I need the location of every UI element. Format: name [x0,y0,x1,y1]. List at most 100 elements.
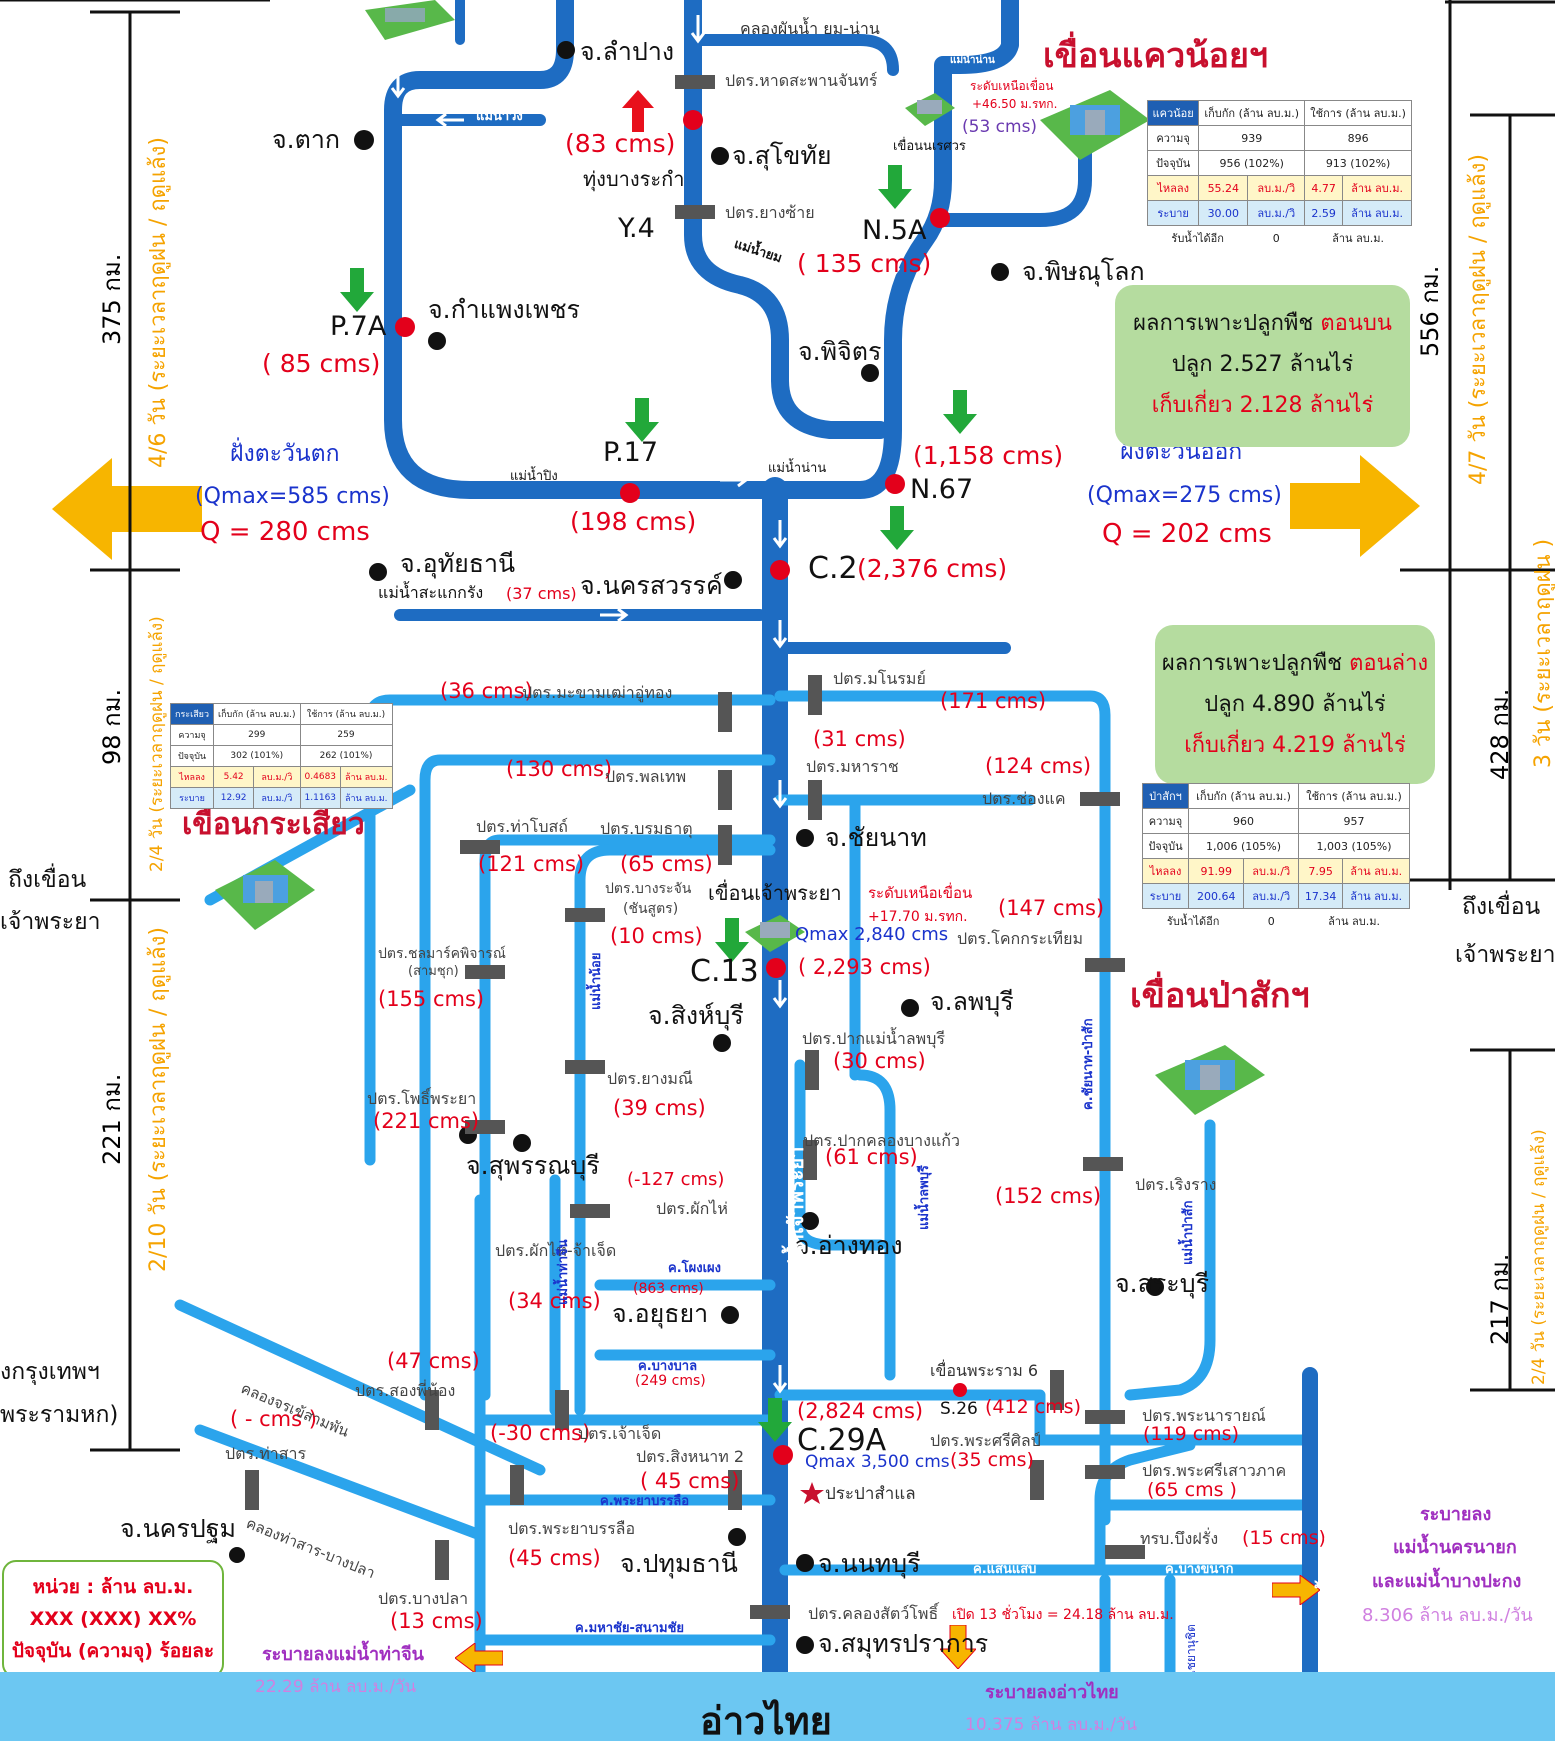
crop-lower-box: ผลการเพาะปลูกพืช ตอนล่าง ปลูก 4.890 ล้าน… [1155,625,1435,784]
table-cur2: 1,003 (105%) [1298,833,1410,859]
province-sukhothai: จ.สุโขทัย [732,141,832,170]
table-cur-label: ปัจจุบัน [1146,150,1200,176]
river-sakae-krang: แม่น้ำสะแกกรัง [378,583,484,602]
west-q: Q = 280 cms [200,517,370,547]
gate-singhanat: ปตร.สิงหนาท 2 [636,1447,745,1466]
table-out-u2: ล้าน ลบ.ม. [1342,200,1412,226]
canal-saen-saep: ค.แสนแสบ [973,1562,1037,1577]
province-uthai-thani: จ.อุทัยธานี [400,549,516,578]
table-foot-label: รับน้ำได้อีก [1171,232,1224,245]
gate-bang-rachan: ปตร.บางระจัน [605,881,692,897]
distance-375: 375 กม. [98,253,126,345]
flow-chong-khae: (124 cms) [985,754,1092,778]
west-outflow-arrow [52,458,202,560]
pracha-label: ประปาสำแล [825,1484,916,1504]
table-out2: 1.1163 [299,787,342,809]
days-375: 4/6 วัน (ระยะเวลาฤดูฝน / ฤดูแล้ง) [146,137,171,468]
table-in-u2: ล้าน ลบ.ม. [1342,858,1410,884]
gate-manorom: ปตร.มโนรมย์ [833,669,926,688]
table-cur1: 1,006 (105%) [1188,833,1300,859]
table-cap2: 957 [1298,808,1410,834]
table-in2: 4.77 [1304,175,1344,201]
gate-khok-kathiam: ปตร.โคกกระเทียม [957,929,1084,948]
table-name: ป่าสักฯ [1141,783,1190,809]
flow-p7a: ( 85 cms) [262,349,381,378]
flow-bang-rachan: (10 cms) [610,924,703,948]
province-kamphaeng-phet: จ.กำแพงเพชร [428,295,580,324]
gate-phak-hai-jajed: ปตร.ผักไห่-จ้าเจ็ด [495,1241,617,1260]
province-tak: จ.ตาก [272,125,341,154]
table-h1: เก็บกัก [218,710,244,720]
days-98: 2/4 วัน (ระยะเวลาฤดูฝน / ฤดูแล้ง) [147,616,167,872]
krasiao-table: กระเสียวเก็บกัก (ล้าน ลบ.ม.)ใช้การ (ล้าน… [169,703,393,809]
flow-jorakhe: ( - cms ) [230,1407,317,1431]
gate-song-phi-nong: ปตร.สองพี่น้อง [355,1381,456,1400]
table-cur1: 302 (101%) [213,745,301,767]
flow-makham-thao: (36 cms) [440,679,533,703]
right-dam-line2: เจ้าพระยา [1455,942,1555,968]
crop-lower-title: ผลการเพาะปลูกพืช [1161,651,1350,676]
nan-river [736,0,1019,499]
pasak-dam-title: เขื่อนป่าสักฯ [1130,976,1310,1016]
flow-chao-jed: (-30 cms) [490,1421,591,1445]
dam-icon [905,93,955,126]
gate-chonlamak: ปตร.ชลมาร์คพิจารณ์ [378,946,506,962]
province-chai-nat: จ.ชัยนาท [825,823,927,852]
table-out-u1: ลบ.ม./วิ [1243,883,1300,909]
table-in-u2: ล้าน ลบ.ม. [1342,175,1412,201]
table-out-u2: ล้าน ลบ.ม. [1342,883,1410,909]
flow-phra-narai: (119 cms) [1143,1423,1239,1445]
gate-pak-bang-kaeo: ปตร.ปากคลองบางแก้ว [803,1131,960,1150]
flow-khok-kathiam: (147 cms) [998,896,1105,920]
flow-n5a: ( 135 cms) [797,249,932,278]
canal-phong-peng: ค.โผงเผง [668,1261,721,1276]
station-c2: C.2 [808,551,858,586]
arrow-left-orange-icon [455,1643,503,1673]
flow-p17: (198 cms) [570,507,697,536]
flow-pak-bang-kaeo: (61 cms) [825,1145,918,1169]
province-pathum-thani: จ.ปทุมธานี [620,1549,738,1578]
flow-phraya-banlue: (45 cms) [508,1546,601,1570]
table-foot-val: 0 [1267,914,1275,928]
province-saraburi: จ.สระบุรี [1115,1269,1210,1298]
river-bang-pakong: แม่น้ำบางปะกง [1317,1490,1341,1620]
river-noi: แม่น้ำน้อย [589,952,604,1010]
distance-428: 428 กม. [1486,688,1514,780]
gate-tha-san: ปตร.ท่าสาร [225,1444,307,1463]
table-foot-val: 0 [1272,231,1280,245]
table-in-u1: ลบ.ม./วิ [253,766,301,788]
table-out1: 200.64 [1188,883,1245,909]
gate-phra-narai: ปตร.พระนารายณ์ [1142,1406,1266,1425]
crop-upper-box: ผลการเพาะปลูกพืช ตอนบน ปลูก 2.527 ล้านไร… [1115,285,1410,447]
flow-y4: (83 cms) [565,129,676,158]
cp-level-value: +17.70 ม.รทก. [868,909,968,925]
table-in1: 91.99 [1188,858,1245,884]
province-ang-thong: จ.อ่างทอง [795,1231,903,1260]
table-cap1: 939 [1198,125,1306,151]
province-suphan-buri: จ.สุพรรณบุรี [466,1151,600,1180]
table-out-u1: ลบ.ม./วิ [253,787,301,809]
right-dam-line1: ถึงเขื่อน [1462,894,1541,920]
flow-sri-sao: (65 cms ) [1147,1479,1237,1501]
yom-river [684,0,889,439]
days-428: 3 วัน (ระยะเวลาฤดูฝน ) [1531,538,1555,768]
east-outflow-arrow [1290,455,1420,557]
table-cur2: 913 (102%) [1304,150,1412,176]
canal-chainat-pasak: ค.ชัยนาท-ป่าสัก [1081,1018,1096,1110]
krasiao-dam-title: เขื่อนกระเสียว [182,807,365,842]
table-out-label: ระบาย [1141,883,1190,909]
river-ping: แม่น้ำปิง [510,469,558,484]
table-out-u2: ล้าน ลบ.ม. [340,787,393,809]
table-out2: 17.34 [1298,883,1344,909]
kwae-noi-level-label: ระดับเหนือเขื่อน [970,79,1054,93]
station-c29a: C.29A [797,1423,887,1458]
table-out-u1: ลบ.ม./วิ [1247,200,1306,226]
dam-icon [745,915,805,952]
table-cap2: 896 [1304,125,1412,151]
flow-pho-phraya: (221 cms) [373,1109,480,1133]
province-phichit: จ.พิจิตร [798,337,882,366]
station-s26: S.26 [940,1399,978,1419]
table-in-label: ไหลลง [1141,858,1190,884]
flow-bang-pla: (13 cms) [390,1609,483,1633]
province-lopburi: จ.ลพบุรี [930,987,1014,1016]
